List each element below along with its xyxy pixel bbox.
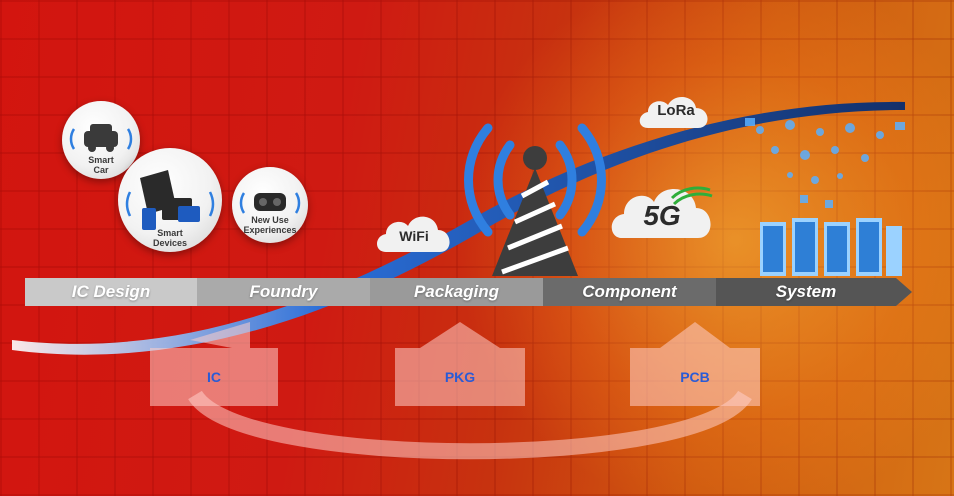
- flow-arc: [188, 390, 752, 460]
- blue-swoosh: [12, 101, 905, 355]
- stage-label: System: [775, 282, 837, 301]
- flow-box-ic: IC: [150, 348, 278, 406]
- flow-box-label: PCB: [680, 369, 710, 385]
- new-use-label: New Use Experiences: [243, 215, 297, 235]
- 5g-cloud: 5G: [606, 178, 718, 242]
- wifi-label: WiFi: [399, 228, 429, 244]
- stage-ic-design: IC Design: [25, 278, 197, 306]
- stage-label: Component: [582, 282, 677, 301]
- smart-devices-bubble: Smart Devices: [118, 148, 222, 252]
- cloud-shape: [611, 186, 713, 238]
- flow-box-label: IC: [207, 369, 221, 385]
- cloud-shape: [639, 97, 708, 128]
- stage-label: Packaging: [413, 282, 500, 301]
- stage-foundry: Foundry: [197, 278, 370, 306]
- cloud-shape: [377, 216, 450, 252]
- stage-packaging: Packaging: [370, 278, 543, 306]
- lora-cloud: LoRa: [636, 90, 716, 130]
- flow-box-pcb: PCB: [630, 348, 760, 406]
- arrow-ic: [190, 322, 250, 348]
- smart-car-bubble: Smart Car: [62, 101, 140, 179]
- stage-label: IC Design: [71, 282, 151, 301]
- 5g-label: 5G: [643, 200, 681, 231]
- stage-component: Component: [543, 278, 716, 306]
- smart-devices-label: Smart Devices: [152, 228, 188, 248]
- flow-box-label: PKG: [444, 369, 476, 385]
- stage-system: System: [716, 278, 896, 306]
- lora-label: LoRa: [657, 102, 695, 119]
- arrow-pkg: [420, 322, 500, 348]
- flow-box-pkg: PKG: [395, 348, 525, 406]
- arrow-pcb: [660, 322, 730, 348]
- stage-label: Foundry: [249, 282, 318, 301]
- wifi-cloud: WiFi: [372, 208, 456, 256]
- new-use-bubble: New Use Experiences: [232, 167, 308, 243]
- smart-car-label: Smart Car: [88, 155, 114, 175]
